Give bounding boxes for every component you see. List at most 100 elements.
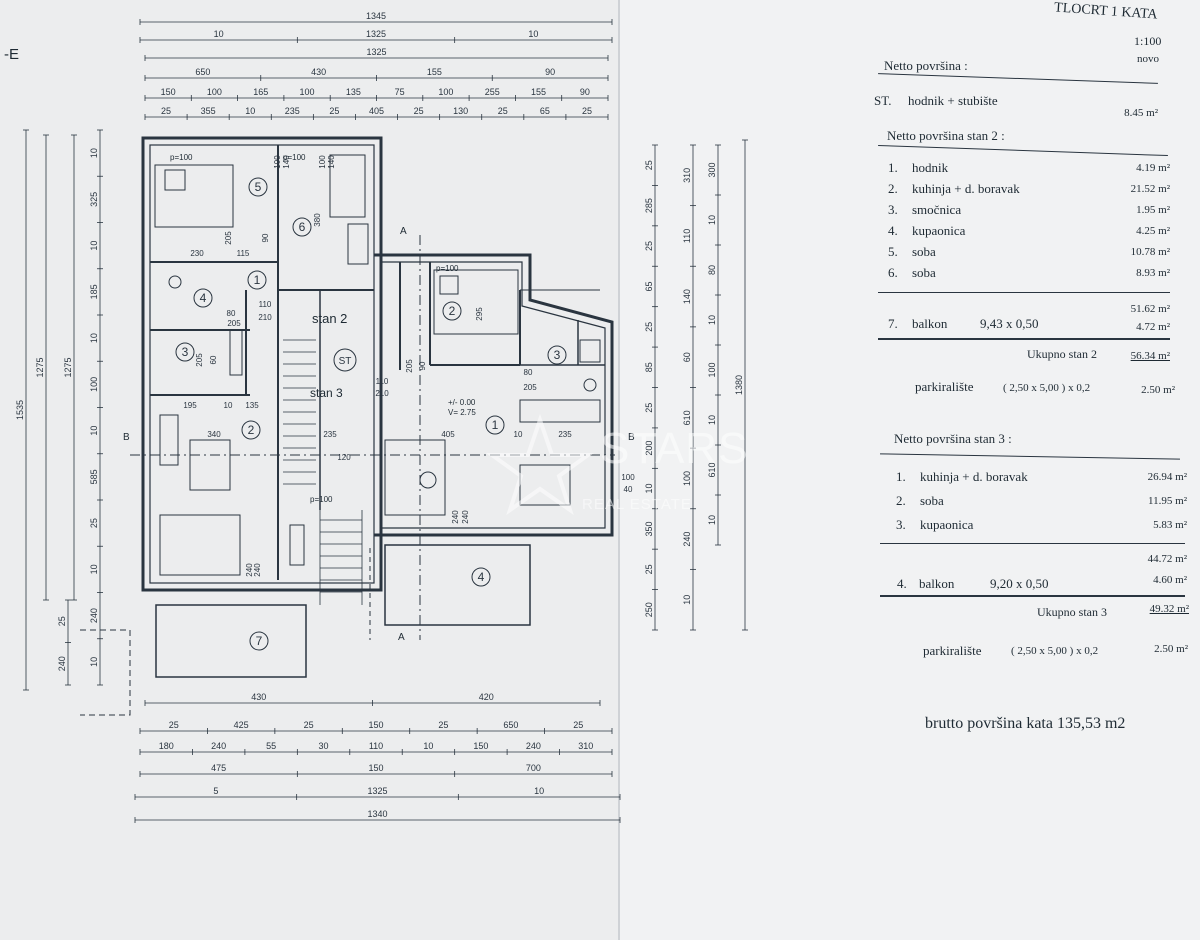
- room-marker: [292, 217, 312, 237]
- p100-label: p=100: [170, 153, 193, 162]
- stan2-row-name: hodnik: [912, 160, 949, 175]
- dimension-label: 155: [427, 67, 442, 77]
- stan2-parking-formula: ( 2,50 x 5,00 ) x 0,2: [1003, 382, 1091, 394]
- room-number: 5: [255, 180, 262, 194]
- stan3-row-name: soba: [920, 493, 944, 508]
- dimension-label: 140: [682, 289, 692, 304]
- inner-dimension-label: 110: [259, 300, 272, 309]
- divider: [880, 595, 1185, 597]
- room-number: 1: [492, 418, 499, 432]
- dimension-label: 200: [644, 441, 654, 456]
- stan2-row-number: 3.: [888, 202, 898, 217]
- stan2-total: 56.34 m²: [1130, 350, 1170, 362]
- dimension-label: 10: [89, 426, 99, 436]
- dimension-label: 235: [285, 106, 300, 116]
- inner-dimension-label: 205: [227, 319, 241, 328]
- stan3-row-area: 26.94 m²: [1147, 471, 1187, 483]
- room-marker: [193, 288, 213, 308]
- inner-dimension-label: 340: [207, 430, 221, 439]
- stan3-parking-label: parkiralište: [923, 643, 982, 658]
- stan2-row-number: 6.: [888, 265, 898, 280]
- inner-dimension-label: 195: [183, 401, 197, 410]
- dimension-label: 240: [682, 532, 692, 547]
- dimension-label: 240: [526, 741, 541, 751]
- dimension-label: 310: [578, 741, 593, 751]
- st-code: ST.: [874, 93, 892, 108]
- dimension-label: 75: [395, 87, 405, 97]
- dimension-label: 90: [545, 67, 555, 77]
- dimension-label: 25: [644, 403, 654, 413]
- dimension-label: 355: [201, 106, 216, 116]
- stan3-title: Netto površina stan 3 :: [894, 431, 1012, 446]
- dimension-label: 240: [89, 608, 99, 623]
- dimension-label: 100: [707, 362, 717, 377]
- stan2-row-area: 10.78 m²: [1130, 246, 1170, 258]
- dimension-label: 1380: [734, 375, 744, 395]
- dimension-label: 10: [534, 786, 544, 796]
- stan3-arrow-label: stan 3: [310, 386, 343, 400]
- dimension-label: 25: [573, 720, 583, 730]
- dimension-label: 650: [195, 67, 210, 77]
- stan2-title: Netto površina stan 2 :: [887, 128, 1005, 143]
- stan3-balkon-name: balkon: [919, 576, 955, 591]
- dimension-label: 1340: [367, 809, 387, 819]
- stan2-row-number: 2.: [888, 181, 898, 196]
- dimension-label: 10: [707, 215, 717, 225]
- stan2-row-name: soba: [912, 244, 936, 259]
- room-marker: [248, 177, 268, 197]
- stan2-total-label: Ukupno stan 2: [1027, 347, 1097, 361]
- inner-dimension-label: 80: [524, 368, 533, 377]
- dimension-label: 10: [89, 148, 99, 158]
- dimension-label: 350: [644, 521, 654, 536]
- dimension-label: 150: [473, 741, 488, 751]
- stan3-balkon-no: 4.: [897, 576, 907, 591]
- watermark: STARS REAL ESTATE: [470, 410, 770, 530]
- dimension-label: 10: [528, 29, 538, 39]
- stan3-row-name: kupaonica: [920, 517, 974, 532]
- room-marker: [547, 345, 567, 365]
- stan2-row-area: 1.95 m²: [1136, 204, 1170, 216]
- room-number: 3: [554, 348, 561, 362]
- room-number: 7: [256, 634, 263, 648]
- dimension-label: 300: [707, 162, 717, 177]
- dimension-label: 10: [423, 741, 433, 751]
- dimension-label: 25: [161, 106, 171, 116]
- room-marker: [247, 270, 267, 290]
- stan2-subtotal: 51.62 m²: [1130, 303, 1170, 315]
- divider: [878, 292, 1170, 293]
- stan2-row-number: 1.: [888, 160, 898, 175]
- dimension-label: 425: [234, 720, 249, 730]
- st-area: 8.45 m²: [1124, 107, 1158, 119]
- stan3-balkon-dims: 9,20 x 0,50: [990, 576, 1049, 591]
- watermark-main: STARS: [600, 424, 749, 473]
- stan2-row-name: kupaonica: [912, 223, 966, 238]
- paper-fold: [618, 0, 620, 940]
- room-marker: [241, 420, 261, 440]
- dimension-label: 25: [498, 106, 508, 116]
- room-marker: [249, 631, 269, 651]
- dimension-label: 30: [319, 741, 329, 751]
- stan3-row-number: 2.: [896, 493, 906, 508]
- dimension-label: 25: [438, 720, 448, 730]
- dimension-label: 1345: [366, 11, 386, 21]
- inner-dimension-label: 90: [261, 233, 270, 242]
- sheet-scale: 1:100: [1134, 34, 1162, 48]
- dimension-label: 10: [89, 657, 99, 667]
- inner-dimension-label: 240: [461, 510, 470, 524]
- stan2-row-area: 4.25 m²: [1136, 225, 1170, 237]
- dimension-label: 25: [57, 616, 67, 626]
- furniture: [154, 154, 601, 576]
- stan3-row-area: 5.83 m²: [1153, 519, 1187, 531]
- stan3-row-name: kuhinja + d. boravak: [920, 469, 1028, 484]
- dimension-label: 10: [707, 415, 717, 425]
- dimension-label: 100: [89, 377, 99, 392]
- stan3-balkon-area: 4.60 m²: [1153, 574, 1187, 586]
- dimension-label: 1275: [63, 357, 73, 377]
- room-marker: [333, 348, 357, 372]
- dimension-label: 100: [207, 87, 222, 97]
- dimension-label: 25: [644, 160, 654, 170]
- dimension-label: 25: [644, 241, 654, 251]
- dimension-label: 1325: [366, 47, 386, 57]
- inner-dimension-label: 60: [209, 355, 218, 364]
- inner-dimension-label: 140: [327, 155, 336, 169]
